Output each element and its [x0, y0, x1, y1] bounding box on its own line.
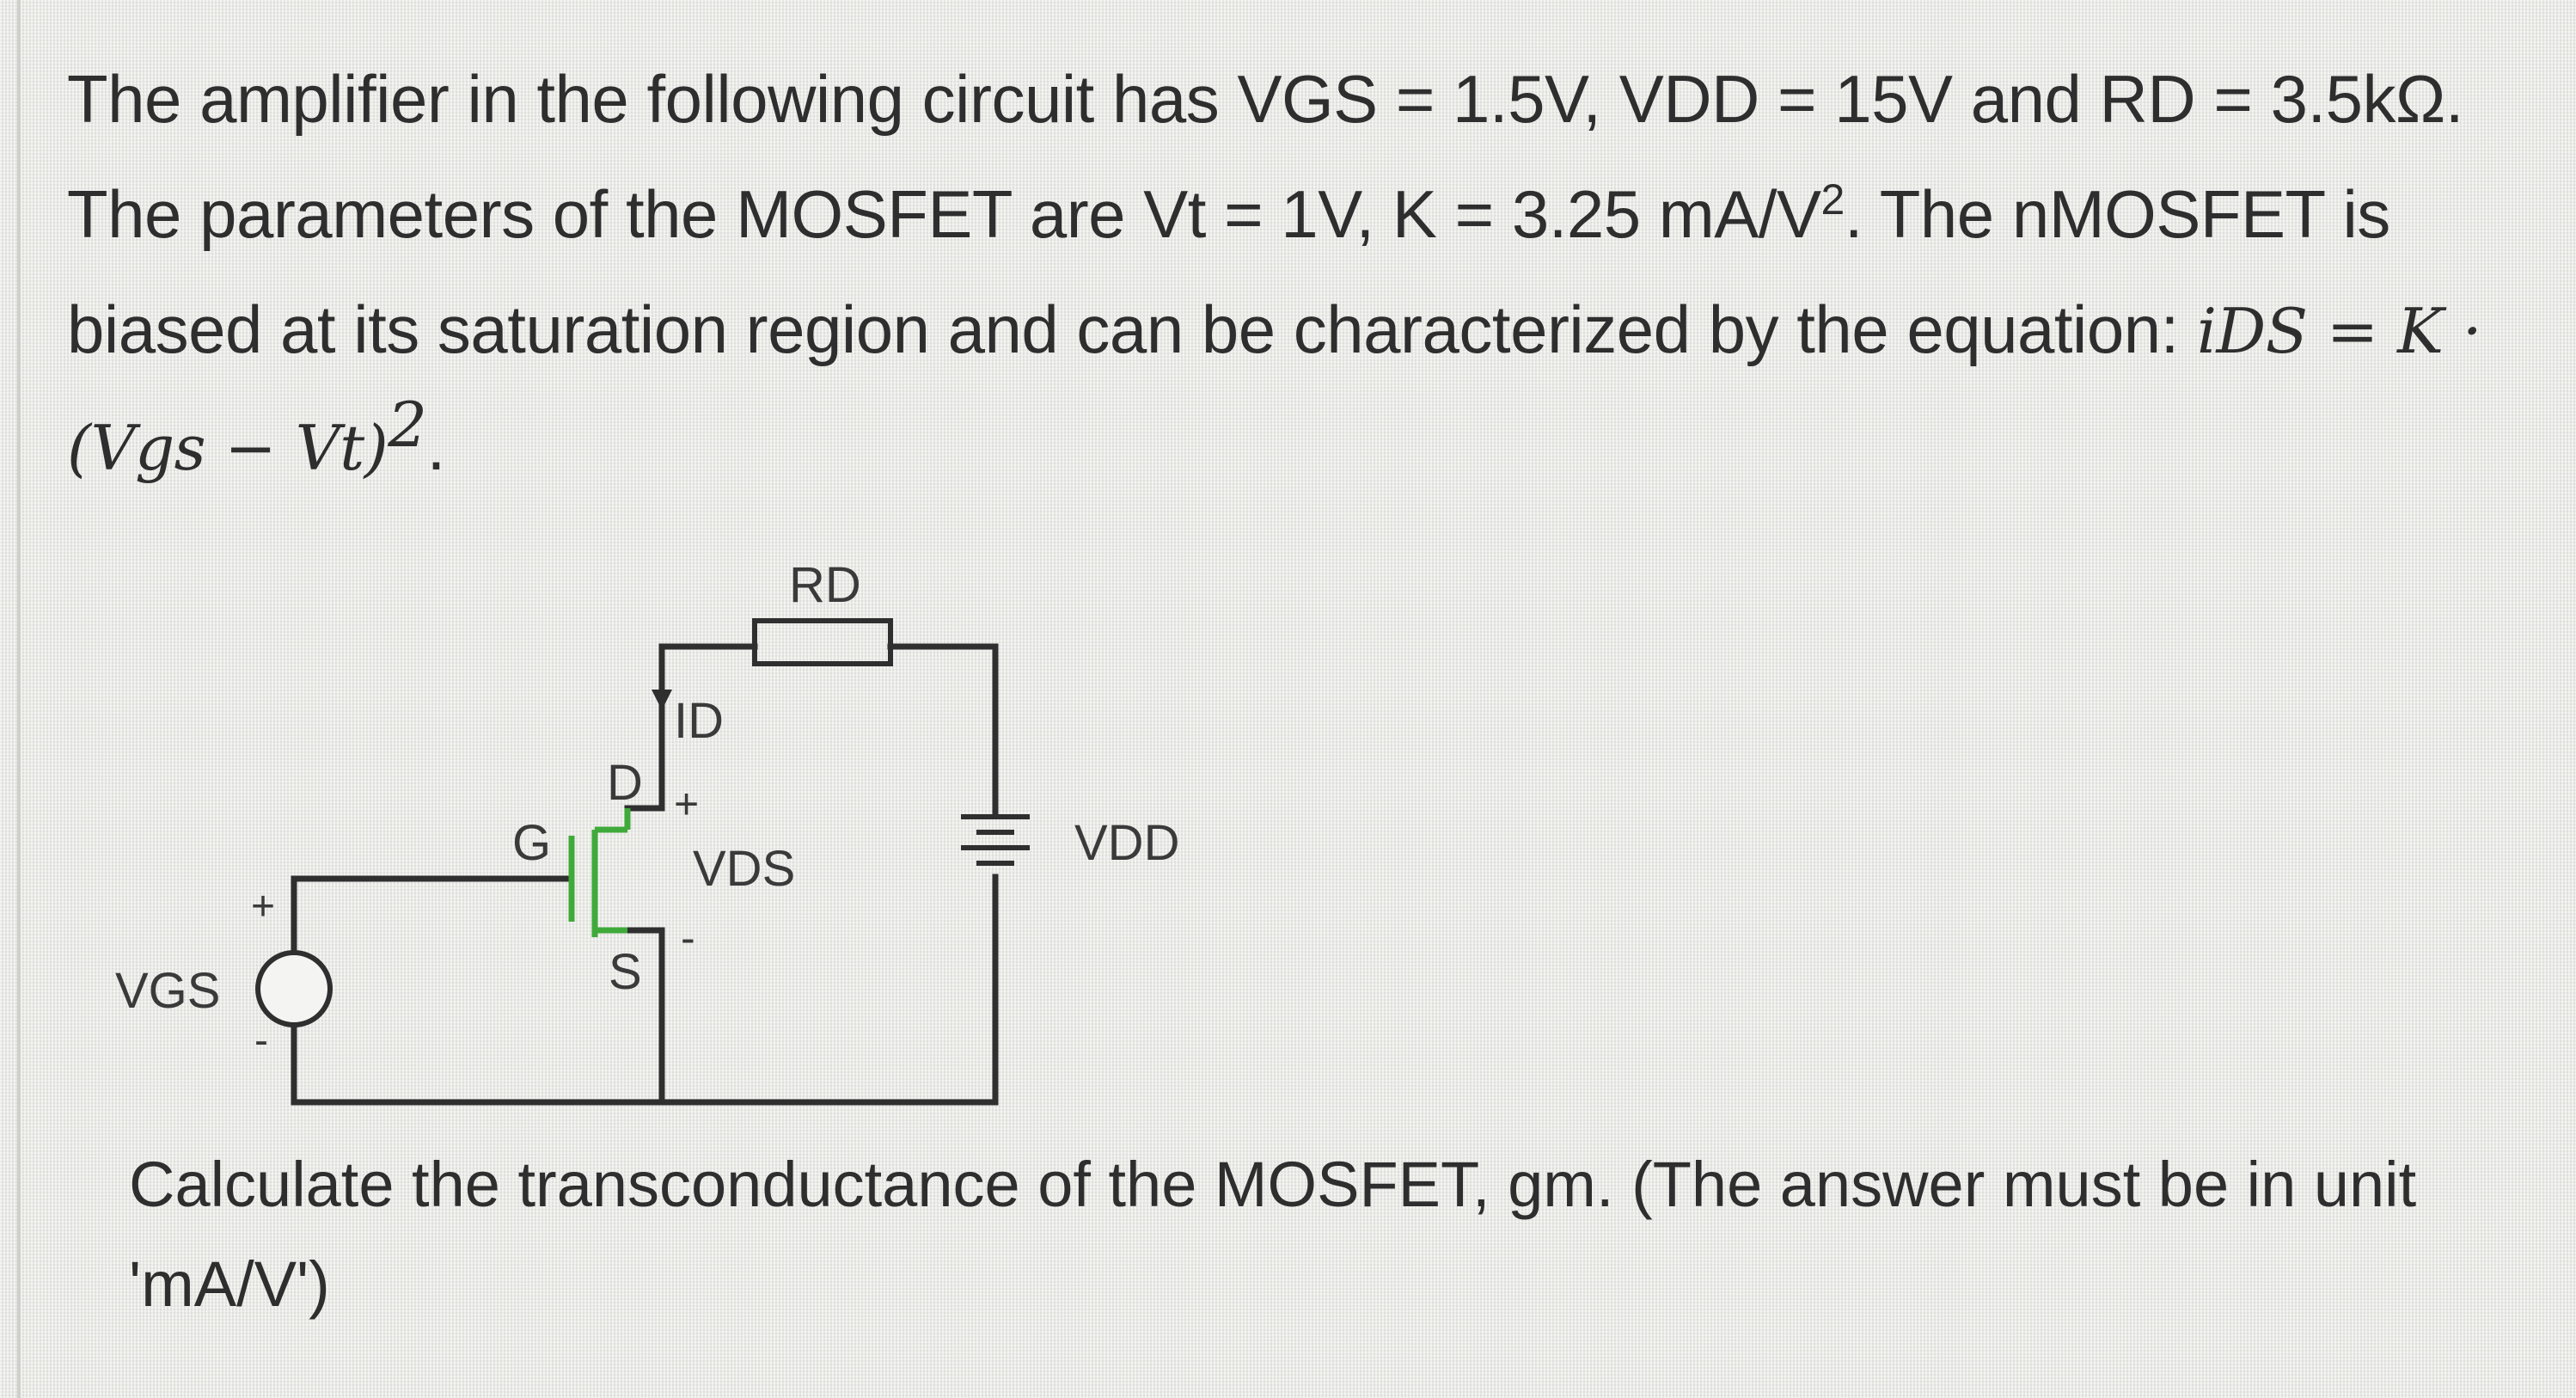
label-vds: VDS: [693, 841, 795, 897]
question-intro: The amplifier in the following circuit h…: [67, 61, 2464, 252]
sub-question-text: Calculate the transconductance of the MO…: [129, 1149, 2417, 1320]
label-vds-minus: -: [681, 914, 695, 962]
label-vgs-plus: +: [251, 884, 275, 929]
label-vgs-minus: -: [254, 1018, 268, 1064]
label-gate: G: [512, 815, 551, 871]
label-vgs: VGS: [115, 963, 221, 1019]
label-source: S: [609, 944, 642, 1000]
question-text: The amplifier in the following circuit h…: [67, 41, 2508, 506]
question-page: [17, 0, 2565, 1398]
question-intro-exponent: 2: [1820, 175, 1845, 224]
equation-tail: .: [426, 408, 446, 484]
label-vds-plus: +: [674, 780, 699, 828]
label-drain: D: [607, 755, 643, 811]
label-id: ID: [674, 693, 724, 749]
battery-vdd: [961, 814, 1030, 866]
equation-exponent: 2: [388, 389, 427, 461]
equation: iDS = K · (Vgs − Vt): [67, 295, 2482, 484]
question-intro-tail: . The nMOSFET is biased at its saturatio…: [67, 176, 2390, 367]
voltage-source-vgs: [255, 950, 333, 1027]
label-rd: RD: [789, 557, 861, 613]
label-vdd: VDD: [1074, 815, 1179, 871]
resistor-rd: [752, 618, 893, 666]
circuit-diagram: RD ID D G S + VDS - VDD VGS + -: [115, 557, 1179, 1106]
current-arrow-icon: [652, 690, 672, 710]
mosfet: [568, 808, 631, 937]
